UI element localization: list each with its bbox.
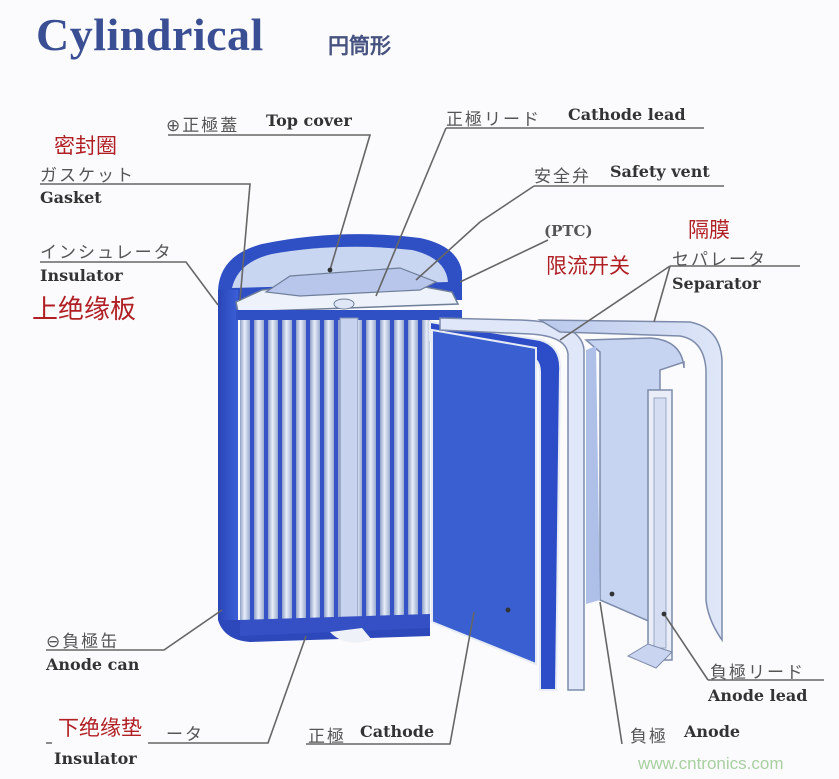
cathode-sheet-shape: [429, 320, 562, 691]
insulator-top-label-cn: 上绝缘板: [32, 295, 137, 325]
gasket-label-cn: 密封圈: [54, 134, 117, 158]
separator-label-cn: 隔膜: [688, 218, 730, 242]
anode-can-label-en: Anode can: [46, 655, 140, 674]
top-cover-label-jp: ⊕正極蓋: [166, 116, 240, 136]
leader-lines: [40, 127, 824, 745]
watermark: www.cntronics.com: [638, 754, 784, 773]
anode-lead-label-jp: 負極リード: [710, 663, 805, 683]
insulator-bottom-label-cn: 下绝缘垫: [52, 710, 148, 744]
separator-label-jp: セパレータ: [672, 250, 767, 270]
cathode-label-en: Cathode: [360, 722, 435, 741]
insulator-bottom-label-jp-tail: ータ: [166, 725, 204, 745]
gasket-label-en: Gasket: [40, 188, 102, 207]
electrode-roll-shape: [240, 317, 430, 643]
separator-sheet-shape: [439, 317, 723, 691]
diagram-title: Cylindrical: [36, 9, 264, 60]
anode-lead-shape: [626, 389, 673, 669]
insulator-top-label-jp: インシュレータ: [40, 243, 173, 263]
cathode-label-jp: 正極: [308, 727, 346, 747]
safety-vent-label-en: Safety vent: [610, 162, 710, 181]
insulator-bottom-label-en: Insulator: [54, 749, 137, 768]
top-cover-label-en: Top cover: [266, 111, 352, 130]
separator-label-en: Separator: [672, 274, 761, 293]
ptc-label-en: (PTC): [544, 222, 593, 240]
cathode-lead-label-en: Cathode lead: [568, 105, 686, 124]
anode-label-jp: 負極: [630, 727, 668, 747]
gasket-label-jp: ガスケット: [40, 166, 135, 186]
anode-lead-label-en: Anode lead: [708, 686, 808, 705]
anode-can-label-jp: ⊖負極缶: [46, 632, 120, 652]
top-cover-shape: [235, 267, 462, 320]
diagram-title-jp: 円筒形: [328, 34, 391, 58]
ptc-label-cn: 限流开关: [546, 254, 630, 278]
cathode-lead-label-jp: 正極リード: [446, 110, 541, 130]
safety-vent-label-jp: 安全弁: [534, 167, 591, 187]
anode-label-en: Anode: [684, 722, 741, 741]
insulator-top-label-en: Insulator: [40, 266, 123, 285]
